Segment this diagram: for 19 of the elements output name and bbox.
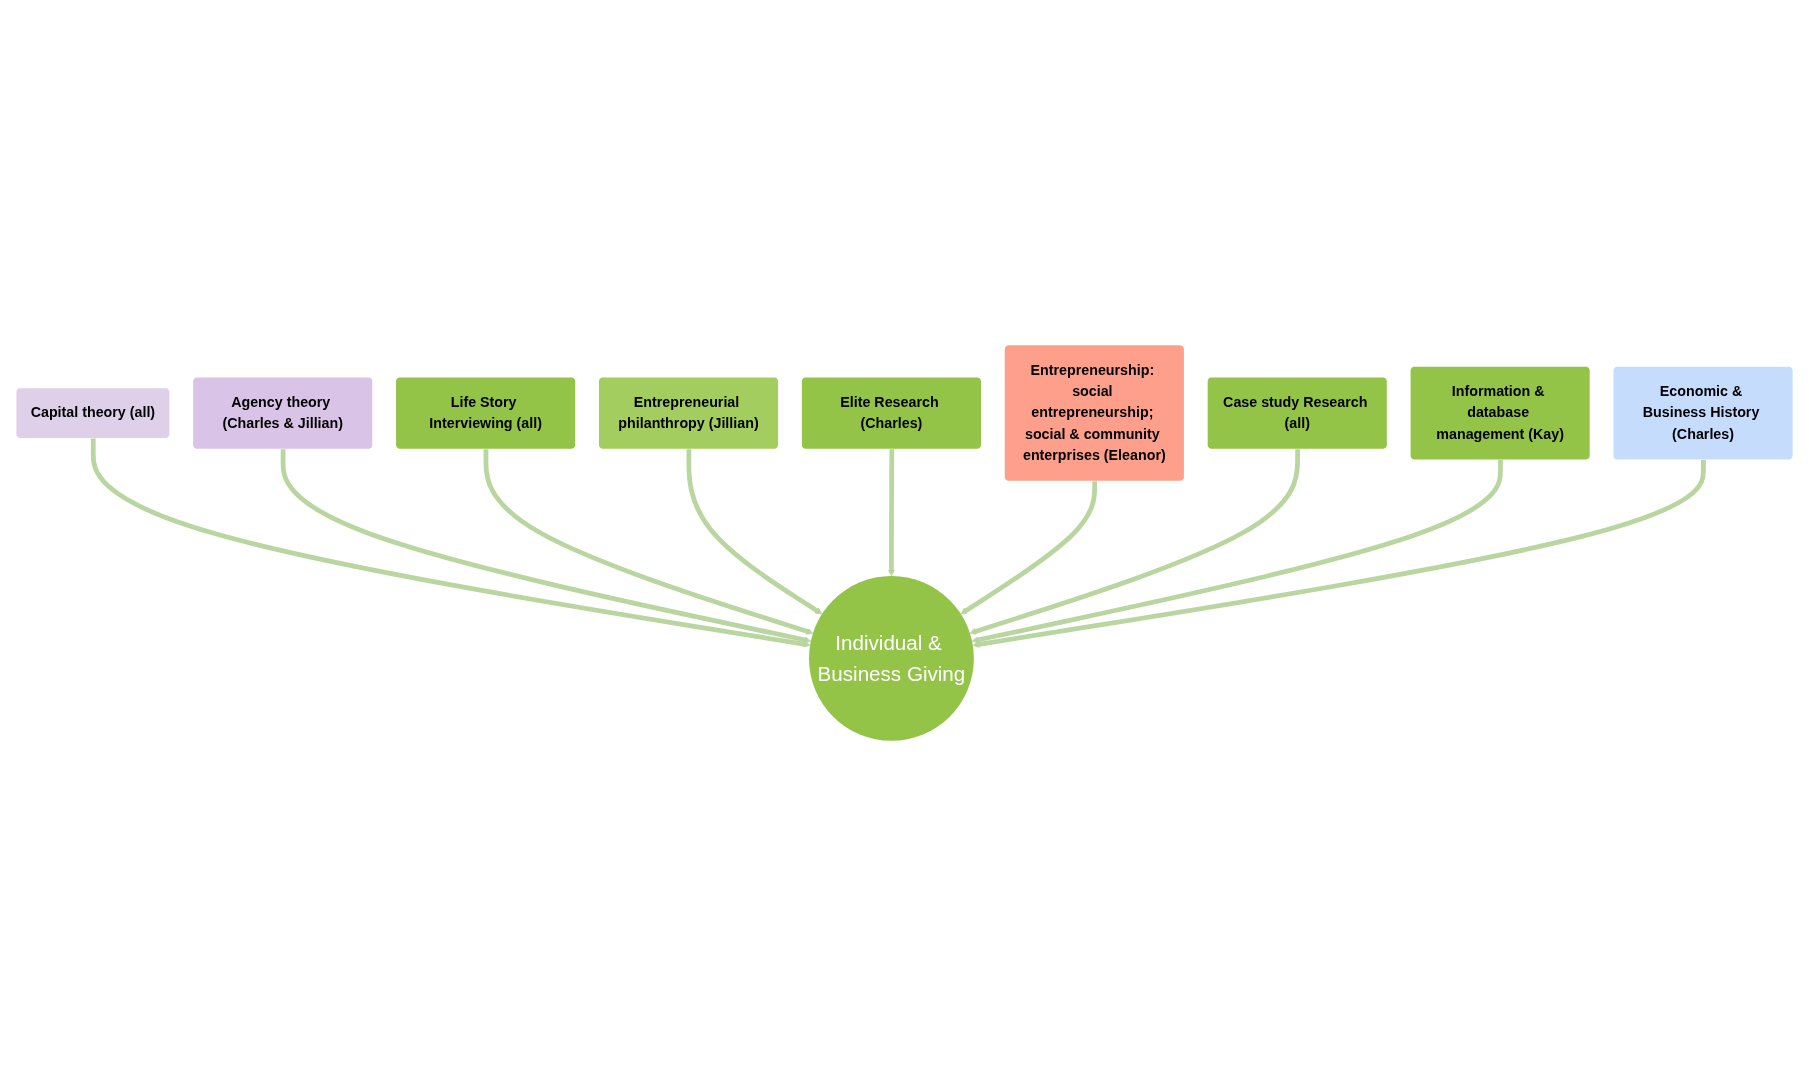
node-box: Life Story Interviewing (all) xyxy=(396,377,576,449)
node-circle: Individual & Business Giving xyxy=(809,575,974,741)
arrow xyxy=(686,449,823,615)
arrow xyxy=(90,438,811,648)
arrow xyxy=(483,449,814,635)
node-box: Capital theory (all) xyxy=(16,388,170,438)
node-box: Agency theory (Charles & Jillian) xyxy=(193,377,373,449)
node-box: Economic & Business History (Charles) xyxy=(1613,366,1793,460)
arrow xyxy=(972,459,1706,648)
arrow xyxy=(887,449,895,577)
arrow xyxy=(969,449,1300,635)
node-box: Elite Research (Charles) xyxy=(801,377,981,449)
node-box: Case study Research (all) xyxy=(1207,377,1387,449)
arrow xyxy=(971,459,1503,644)
arrow xyxy=(280,449,812,644)
arrow xyxy=(960,481,1098,615)
node-box: Information & database management (Kay) xyxy=(1410,366,1590,460)
node-box: Entrepreneurial philanthropy (Jillian) xyxy=(598,377,779,449)
node-box: Entrepreneurship: social entrepreneurship; social & community enterprises (Eleanor) xyxy=(1004,345,1184,481)
